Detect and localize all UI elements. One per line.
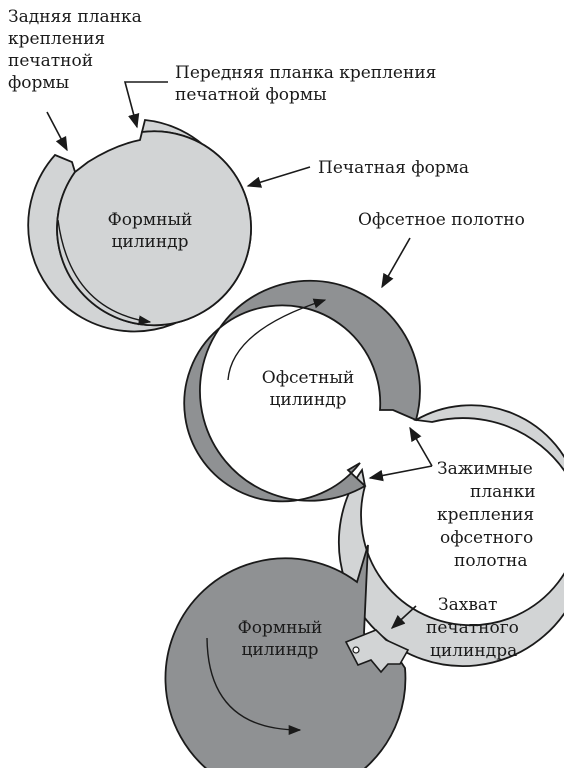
rear-plate-bar-label: Задняя планка крепления печатной формы: [8, 7, 142, 93]
impression-gripper-label: Захват печатного цилиндра: [426, 595, 519, 661]
blanket-clamps-line-3: крепления: [437, 505, 534, 525]
impression-cylinder-label-2: цилиндр: [241, 640, 318, 660]
front-plate-bar-line-2: печатной формы: [175, 85, 327, 105]
blanket-clamps-line-4: офсетного: [440, 528, 533, 548]
blanket-arrow: [381, 237, 411, 289]
blanket-ring: [338, 404, 564, 667]
blanket-rotation-arrow: [227, 298, 327, 381]
plate-cylinder-label-1: Формный: [108, 210, 193, 230]
blanket-clamps-line-2: планки: [470, 482, 536, 502]
plate-cylinder-label-2: цилиндр: [111, 232, 188, 252]
gripper-pivot: [352, 646, 360, 654]
front-plate-bar-arrow: [123, 81, 168, 129]
blanket-cylinder-label-1: Офсетный: [262, 368, 354, 388]
impression-gripper-line-1: Захват: [438, 595, 497, 615]
rear-plate-bar-arrow: [46, 111, 68, 152]
rear-plate-bar-line-2: крепления: [8, 29, 105, 49]
front-plate-bar-label: Передняя планка крепления печатной формы: [175, 63, 436, 105]
plate-cylinder: Формный цилиндр: [27, 119, 252, 333]
gripper-arrow: [390, 605, 417, 629]
impression-gripper-line-3: цилиндра: [430, 641, 517, 661]
printing-plate-label: Печатная форма: [318, 158, 469, 178]
blanket-cylinder-label-2: цилиндр: [269, 390, 346, 410]
blanket-clamps-line-5: полотна: [454, 551, 527, 571]
clamp-arrow-upper: [409, 426, 433, 467]
front-plate-bar-line-1: Передняя планка крепления: [175, 63, 436, 83]
impression-gripper-line-2: печатного: [426, 618, 519, 638]
plate-cylinder-core: [56, 130, 252, 327]
blanket-label: Офсетное полотно: [358, 210, 525, 230]
blanket-cylinder-core: [183, 279, 421, 503]
plate-rotation-arrow: [57, 219, 152, 326]
impression-cylinder-label-1: Формный: [238, 618, 323, 638]
rear-plate-bar-line-3: печатной: [8, 51, 93, 71]
impression-rotation-arrow: [206, 637, 302, 736]
clamp-arrow-lower: [368, 465, 433, 482]
rear-plate-bar-line-1: Задняя планка: [8, 7, 142, 27]
impression-cylinder: Формный цилиндр: [164, 544, 410, 768]
blanket-cylinder: Офсетный цилиндр: [183, 279, 564, 667]
printing-plate-arrow: [246, 166, 311, 188]
rear-plate-bar-line-4: формы: [8, 73, 69, 93]
gripper-shape: [344, 629, 410, 674]
impression-cylinder-body: [164, 544, 407, 768]
blanket-clamps-label: Зажимные планки крепления офсетного поло…: [437, 459, 536, 571]
blanket-clamps-line-1: Зажимные: [437, 459, 533, 479]
